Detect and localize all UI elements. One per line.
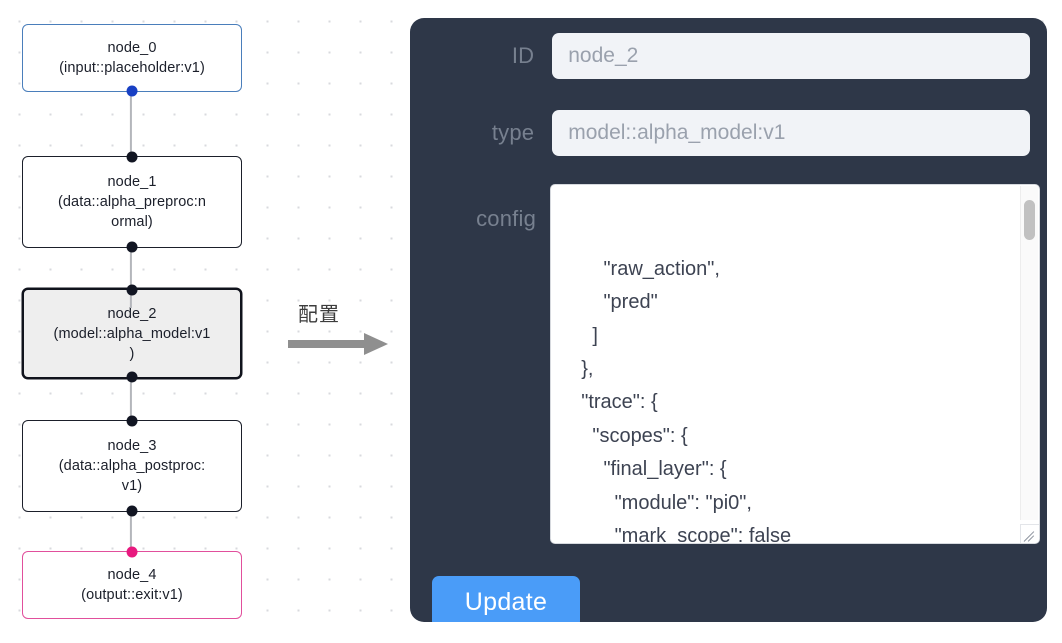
annotation-arrow-group: 配置 [288, 298, 398, 355]
flow-node-node_0[interactable]: node_0 (input::placeholder:v1) [22, 24, 242, 97]
flow-node-node_4[interactable]: node_4 (output::exit:v1) [22, 546, 242, 619]
edge-node2-node3 [129, 377, 133, 421]
flow-node-type-label: (data::alpha_postproc: [58, 458, 206, 474]
flow-node-type-label: (input::placeholder:v1) [59, 60, 205, 76]
update-button[interactable]: Update [432, 576, 580, 622]
edge-node1-node2 [129, 248, 133, 308]
flow-node-type-label: (model::alpha_model:v1 [53, 325, 211, 342]
flow-node-type-label-cont: ormal) [111, 214, 153, 230]
node-handle-bottom[interactable] [126, 371, 138, 383]
flow-node-node_3[interactable]: node_3 (data::alpha_postproc: v1) [22, 415, 242, 517]
flow-node-id-label: node_2 [107, 305, 157, 322]
edge-node0-node1 [129, 92, 133, 156]
flow-node-type-label-cont: v1) [121, 478, 143, 494]
arrow-shaft [288, 340, 366, 348]
node-handle-bottom[interactable] [126, 241, 138, 253]
flow-node-type-label: (output::exit:v1) [81, 587, 183, 603]
type-field-label: type [491, 120, 535, 145]
flow-node-type-label: (data::alpha_preproc:n [57, 194, 207, 210]
node-properties-panel: ID type config "raw_action", "pred" ] },… [410, 18, 1047, 622]
flow-node-id-label: node_0 [107, 40, 157, 56]
scrollbar-thumb[interactable] [1024, 200, 1035, 240]
resize-grip-icon[interactable] [1020, 524, 1039, 543]
node-handle-bottom[interactable] [126, 505, 138, 517]
node-handle-top[interactable] [126, 151, 138, 163]
config-textarea[interactable]: "raw_action", "pred" ] }, "trace": { "sc… [550, 184, 1040, 544]
type-input[interactable] [552, 110, 1030, 156]
panel-bottom-clip [0, 622, 1062, 643]
flow-node-node_1[interactable]: node_1 (data::alpha_preproc:n ormal) [22, 151, 242, 253]
vertical-scrollbar[interactable] [1020, 186, 1038, 520]
flow-node-id-label: node_3 [107, 438, 157, 454]
config-field-row: config "raw_action", "pred" ] }, "trace"… [423, 184, 1040, 544]
node-handle-top[interactable] [126, 546, 138, 558]
flow-node-type-label-cont: ) [129, 345, 135, 362]
annotation-label: 配置 [298, 302, 340, 326]
type-field-row: type [470, 110, 1030, 156]
id-field-row: ID [470, 33, 1030, 79]
id-input[interactable] [552, 33, 1030, 79]
config-field-label: config [476, 206, 536, 231]
id-field-label: ID [511, 43, 535, 68]
node-handle-top[interactable] [126, 415, 138, 427]
flow-node-id-label: node_4 [107, 567, 157, 583]
edge-node3-node4 [129, 511, 133, 551]
config-text: "raw_action", "pred" ] }, "trace": { "sc… [581, 257, 792, 544]
node-handle-bottom[interactable] [126, 85, 138, 97]
right-arrow-icon [288, 333, 392, 355]
arrow-head [364, 333, 388, 355]
node-handle-top[interactable] [126, 284, 138, 296]
flow-node-id-label: node_1 [107, 174, 157, 190]
